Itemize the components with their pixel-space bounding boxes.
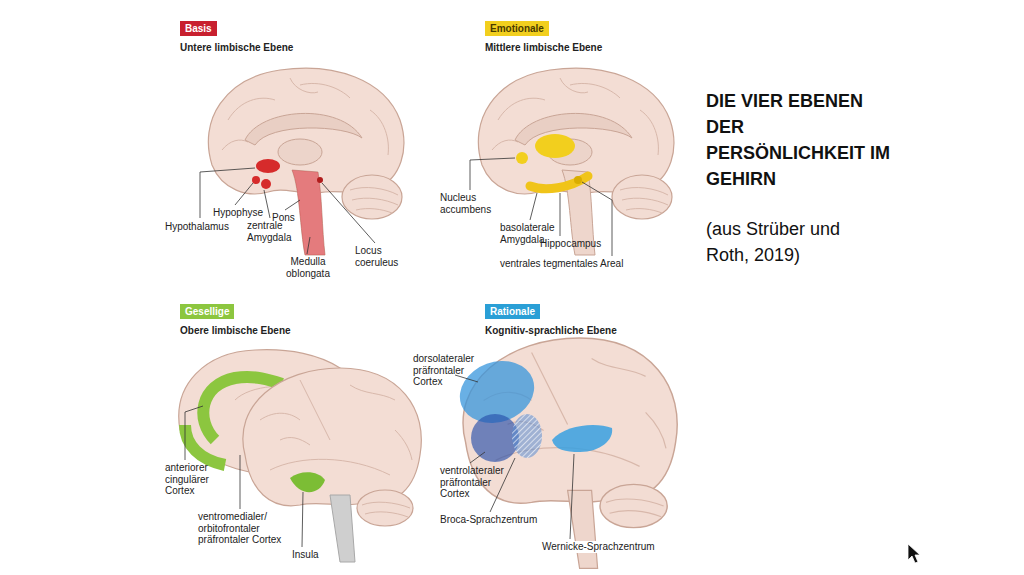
tag-text: Gesellige xyxy=(185,305,229,318)
region-label: Wernicke-Sprachzentrum xyxy=(540,541,657,553)
tag-text: Emotionale xyxy=(490,22,544,35)
tag-text: Basis xyxy=(185,22,212,35)
level-heading: Kognitiv-sprachliche Ebene xyxy=(485,325,617,337)
region-label: ventrolateraler präfrontaler Cortex xyxy=(440,465,506,500)
level-tag: Rationale xyxy=(485,304,540,319)
region-label: Insula xyxy=(292,549,319,561)
region-label: anteriorer cingulärer Cortex xyxy=(165,462,220,497)
level-tag: Basis xyxy=(180,21,217,36)
region-label: Hippocampus xyxy=(540,238,601,250)
region-label: Nucleus accumbens xyxy=(440,192,498,215)
region-label: dorsolateraler präfrontaler Cortex xyxy=(413,353,477,388)
region-label: Broca-Sprachzentrum xyxy=(440,514,537,526)
region-label: Locus coeruleus xyxy=(355,245,411,268)
slide-title: DIE VIER EBENEN DER PERSÖNLICHKEIT IM GE… xyxy=(706,88,891,192)
region-label: Hypophyse xyxy=(213,207,263,219)
level-heading: Untere limbische Ebene xyxy=(180,42,293,54)
region-label: Hypothalamus xyxy=(165,221,229,233)
tag-text: Rationale xyxy=(490,305,535,318)
region-label: ventromedialer/ orbitofrontaler präfront… xyxy=(198,511,298,546)
level-heading: Obere limbische Ebene xyxy=(180,325,291,337)
source-caption: (aus Strüber und Roth, 2019) xyxy=(706,216,878,268)
level-tag: Emotionale xyxy=(485,21,549,36)
level-tag: Gesellige xyxy=(180,304,234,319)
level-heading: Mittlere limbische Ebene xyxy=(485,42,602,54)
region-label: ventrales tegmentales Areal xyxy=(500,258,623,270)
region-label: zentrale Amygdala xyxy=(247,220,297,243)
region-label: Medulla oblongata xyxy=(280,256,336,279)
